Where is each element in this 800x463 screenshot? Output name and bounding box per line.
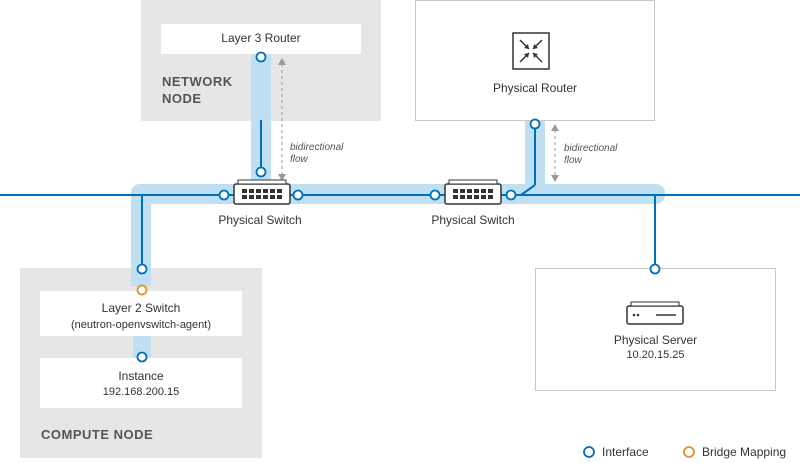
switch-label-2: Physical Switch [431, 213, 515, 227]
switch-icon[interactable] [444, 179, 502, 205]
flow-arrow-1-down [278, 174, 286, 181]
layer3-router-box[interactable] [161, 24, 361, 54]
layer3-router-label: Layer 3 Router [221, 31, 301, 45]
physical-server-ip: 10.20.15.25 [626, 349, 685, 361]
instance-ip: 192.168.200.15 [102, 386, 180, 398]
legend-bridge-label: Bridge Mapping [702, 445, 787, 459]
phys-router-link-tail [520, 184, 536, 196]
physical-server-label: Physical Server [613, 333, 698, 347]
router-icon [512, 32, 550, 70]
interface-point [649, 263, 661, 275]
flow-label-1-line2: flow [290, 154, 308, 165]
legend-bridge-marker [683, 446, 695, 458]
interface-point [255, 51, 267, 63]
layer2-switch-agent: (neutron-openvswitch-agent) [70, 319, 212, 331]
interface-point [292, 189, 304, 201]
instance-link-highlight [133, 336, 151, 358]
flow-label-2-line2: flow [564, 155, 582, 166]
switch-label-1: Physical Switch [218, 213, 302, 227]
server-icon [626, 301, 684, 325]
legend-interface-marker [583, 446, 595, 458]
flow-label-2-line1: bidirectional [564, 143, 618, 154]
interface-point [529, 118, 541, 130]
interface-point [255, 166, 267, 178]
interface-point [429, 189, 441, 201]
instance-box[interactable] [40, 358, 242, 408]
interface-point [505, 189, 517, 201]
interface-point [136, 263, 148, 275]
network-node-title-line2: NODE [162, 91, 202, 106]
physical-server-box[interactable] [535, 268, 776, 391]
layer2-switch-box[interactable] [40, 291, 242, 336]
bridge-mapping-point [136, 284, 148, 296]
compute-node-title: COMPUTE NODE [41, 427, 154, 442]
network-node-title-line1: NETWORK [162, 74, 233, 89]
physical-router-label: Physical Router [492, 81, 578, 95]
flow-arrow-2-down [551, 175, 559, 182]
layer2-switch-label: Layer 2 Switch [101, 301, 181, 315]
flow-arrow-2-up [551, 124, 559, 131]
interface-point [136, 351, 148, 363]
flow-label-1-line1: bidirectional [290, 142, 344, 153]
instance-label: Instance [118, 369, 164, 383]
legend-interface-label: Interface [602, 445, 649, 459]
switch-icon[interactable] [233, 179, 291, 205]
interface-point [218, 189, 230, 201]
flow-arrow-1-up [278, 58, 286, 65]
